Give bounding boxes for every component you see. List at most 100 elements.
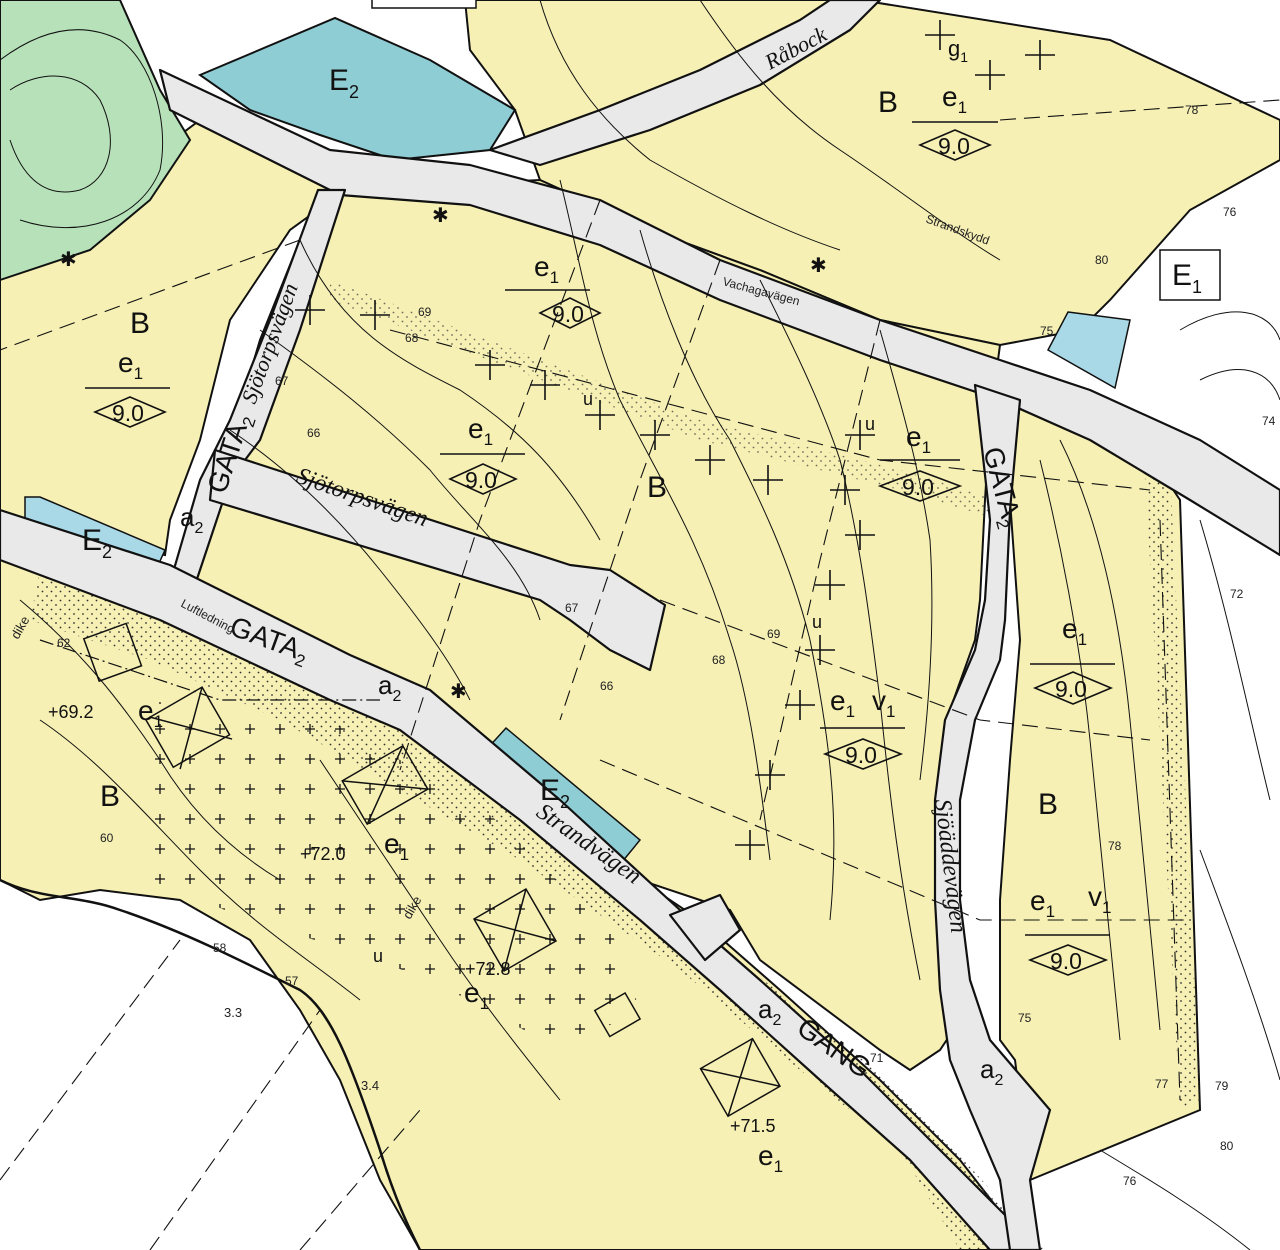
contour-value: 80 bbox=[1095, 253, 1109, 267]
e1-marker: e1 bbox=[468, 413, 493, 449]
height-value: 9.0 bbox=[1050, 948, 1082, 974]
u-marker: u bbox=[812, 612, 822, 632]
height-value: 9.0 bbox=[112, 400, 144, 426]
water-depths: 3.3 3.4 bbox=[224, 1005, 379, 1093]
contour-value: 67 bbox=[275, 374, 289, 388]
building-4 bbox=[699, 1037, 782, 1118]
road-sjotorp-branch bbox=[208, 448, 667, 672]
zone-labels: B B B B B E2 E2 E2 E1 bbox=[82, 64, 1202, 821]
zone-small-tech bbox=[1046, 311, 1131, 390]
a2-marker: a2 bbox=[180, 502, 203, 537]
e1-marker: e1 bbox=[138, 695, 163, 731]
contour-value: 77 bbox=[1155, 1077, 1169, 1091]
v1-marker: v1 bbox=[1088, 881, 1111, 917]
e1-marker: e1 bbox=[534, 251, 559, 287]
road-sjoaddevagen bbox=[933, 383, 1052, 1250]
zone-label-e1: E1 bbox=[1172, 259, 1202, 297]
building-2 bbox=[341, 744, 429, 826]
strip-central-diag bbox=[330, 280, 1000, 520]
property-lines bbox=[0, 99, 1280, 1250]
contour-value: 68 bbox=[712, 653, 726, 667]
building-3 bbox=[472, 887, 558, 973]
zone-label-b-east: B bbox=[1038, 788, 1058, 821]
u-marker: u bbox=[583, 389, 593, 409]
height-value: 9.0 bbox=[552, 301, 584, 327]
road-rabock bbox=[488, 0, 882, 167]
contour-value: 71 bbox=[870, 1051, 884, 1065]
e1-marker: e1 bbox=[118, 347, 143, 383]
e1-markers: e1 e1 e1 e1 e1 e1 e1 e1 e1 e1 e1 e1 v1 v… bbox=[118, 36, 1111, 1176]
tree-symbol: ✱ bbox=[450, 681, 467, 703]
tree-markers bbox=[295, 20, 1055, 860]
contour-value: 66 bbox=[600, 679, 614, 693]
building-5 bbox=[82, 622, 143, 683]
building-1 bbox=[144, 686, 231, 769]
road-turnaround-south bbox=[668, 893, 742, 962]
contour-value: 69 bbox=[418, 305, 432, 319]
road-strandvagen bbox=[0, 508, 1042, 1250]
tree-symbol: ✱ bbox=[432, 205, 449, 227]
contour-value: 66 bbox=[307, 426, 321, 440]
contour-value: 76 bbox=[1123, 1174, 1137, 1188]
zone-label-b-central: B bbox=[647, 471, 667, 504]
buildings bbox=[82, 622, 782, 1118]
road-vachagavagen bbox=[158, 68, 1280, 557]
contour-value: 69 bbox=[767, 627, 781, 641]
height-values: 9.0 9.0 9.0 9.0 9.0 9.0 9.0 9.0 bbox=[112, 133, 1087, 974]
a2-marker: a2 bbox=[758, 994, 781, 1029]
strip-east bbox=[1145, 470, 1200, 1108]
g1-marker: g1 bbox=[948, 36, 968, 65]
v1-marker: v1 bbox=[872, 685, 895, 721]
elevation-labels: +69.2 +72.0 +72.8 +71.5 bbox=[48, 702, 776, 1136]
height-value: 9.0 bbox=[465, 467, 497, 493]
a2-marker: a2 bbox=[980, 1054, 1003, 1089]
e1-marker: e1 bbox=[942, 81, 967, 117]
sheet-edge-box bbox=[371, 0, 477, 9]
e1-marker: e1 bbox=[1030, 885, 1055, 921]
park-zone bbox=[0, 0, 192, 282]
water-depth: 3.3 bbox=[224, 1005, 242, 1020]
e1-marker: e1 bbox=[906, 421, 931, 457]
zone-label-e2-south: E2 bbox=[540, 774, 570, 812]
tree-symbols: ✱ ✱ ✱ ✱ bbox=[60, 205, 827, 703]
contour-value: 57 bbox=[285, 974, 299, 988]
contour-value: 67 bbox=[565, 601, 579, 615]
designation-labels: GATA2 GATA2 GATA2 GANG bbox=[201, 415, 1026, 1085]
contour-value: 60 bbox=[100, 831, 114, 845]
height-value: 9.0 bbox=[845, 742, 877, 768]
elevation-692: +69.2 bbox=[48, 702, 94, 722]
contour-value: 78 bbox=[1185, 103, 1199, 117]
building-6 bbox=[593, 991, 642, 1038]
contour-value: 75 bbox=[1018, 1011, 1032, 1025]
zone-label-b-west: B bbox=[130, 307, 150, 340]
power-line bbox=[39, 639, 380, 701]
e1-marker: e1 bbox=[384, 828, 409, 864]
contour-value: 58 bbox=[213, 941, 227, 955]
contour-value: 62 bbox=[57, 636, 71, 650]
u-marker: u bbox=[865, 414, 875, 434]
elevation-728: +72.8 bbox=[465, 959, 511, 979]
contour-value: 79 bbox=[1215, 1079, 1229, 1093]
contour-value: 75 bbox=[1040, 324, 1054, 338]
water-depth: 3.4 bbox=[361, 1078, 379, 1093]
height-value: 9.0 bbox=[1055, 676, 1087, 702]
e1-marker: e1 bbox=[758, 1140, 783, 1176]
contour-value: 76 bbox=[1223, 205, 1237, 219]
zone-e1-box bbox=[1159, 249, 1221, 301]
strip-plus-south bbox=[140, 700, 640, 1050]
contour-value: 78 bbox=[1108, 839, 1122, 853]
zone-label-b-north: B bbox=[878, 86, 898, 119]
tree-symbol: ✱ bbox=[810, 255, 827, 277]
contour-value: 80 bbox=[1220, 1139, 1234, 1153]
e1-marker: e1 bbox=[464, 977, 489, 1013]
height-diamonds bbox=[92, 129, 1114, 976]
shoreline bbox=[0, 878, 422, 1250]
contour-values: 69 68 67 66 66 67 68 69 62 60 58 57 75 7… bbox=[57, 103, 1276, 1188]
a2-marker: a2 bbox=[378, 670, 401, 705]
tree-symbol: ✱ bbox=[60, 249, 77, 271]
e1-marker: e1 bbox=[1062, 613, 1087, 649]
e1-marker: e1 bbox=[830, 685, 855, 721]
